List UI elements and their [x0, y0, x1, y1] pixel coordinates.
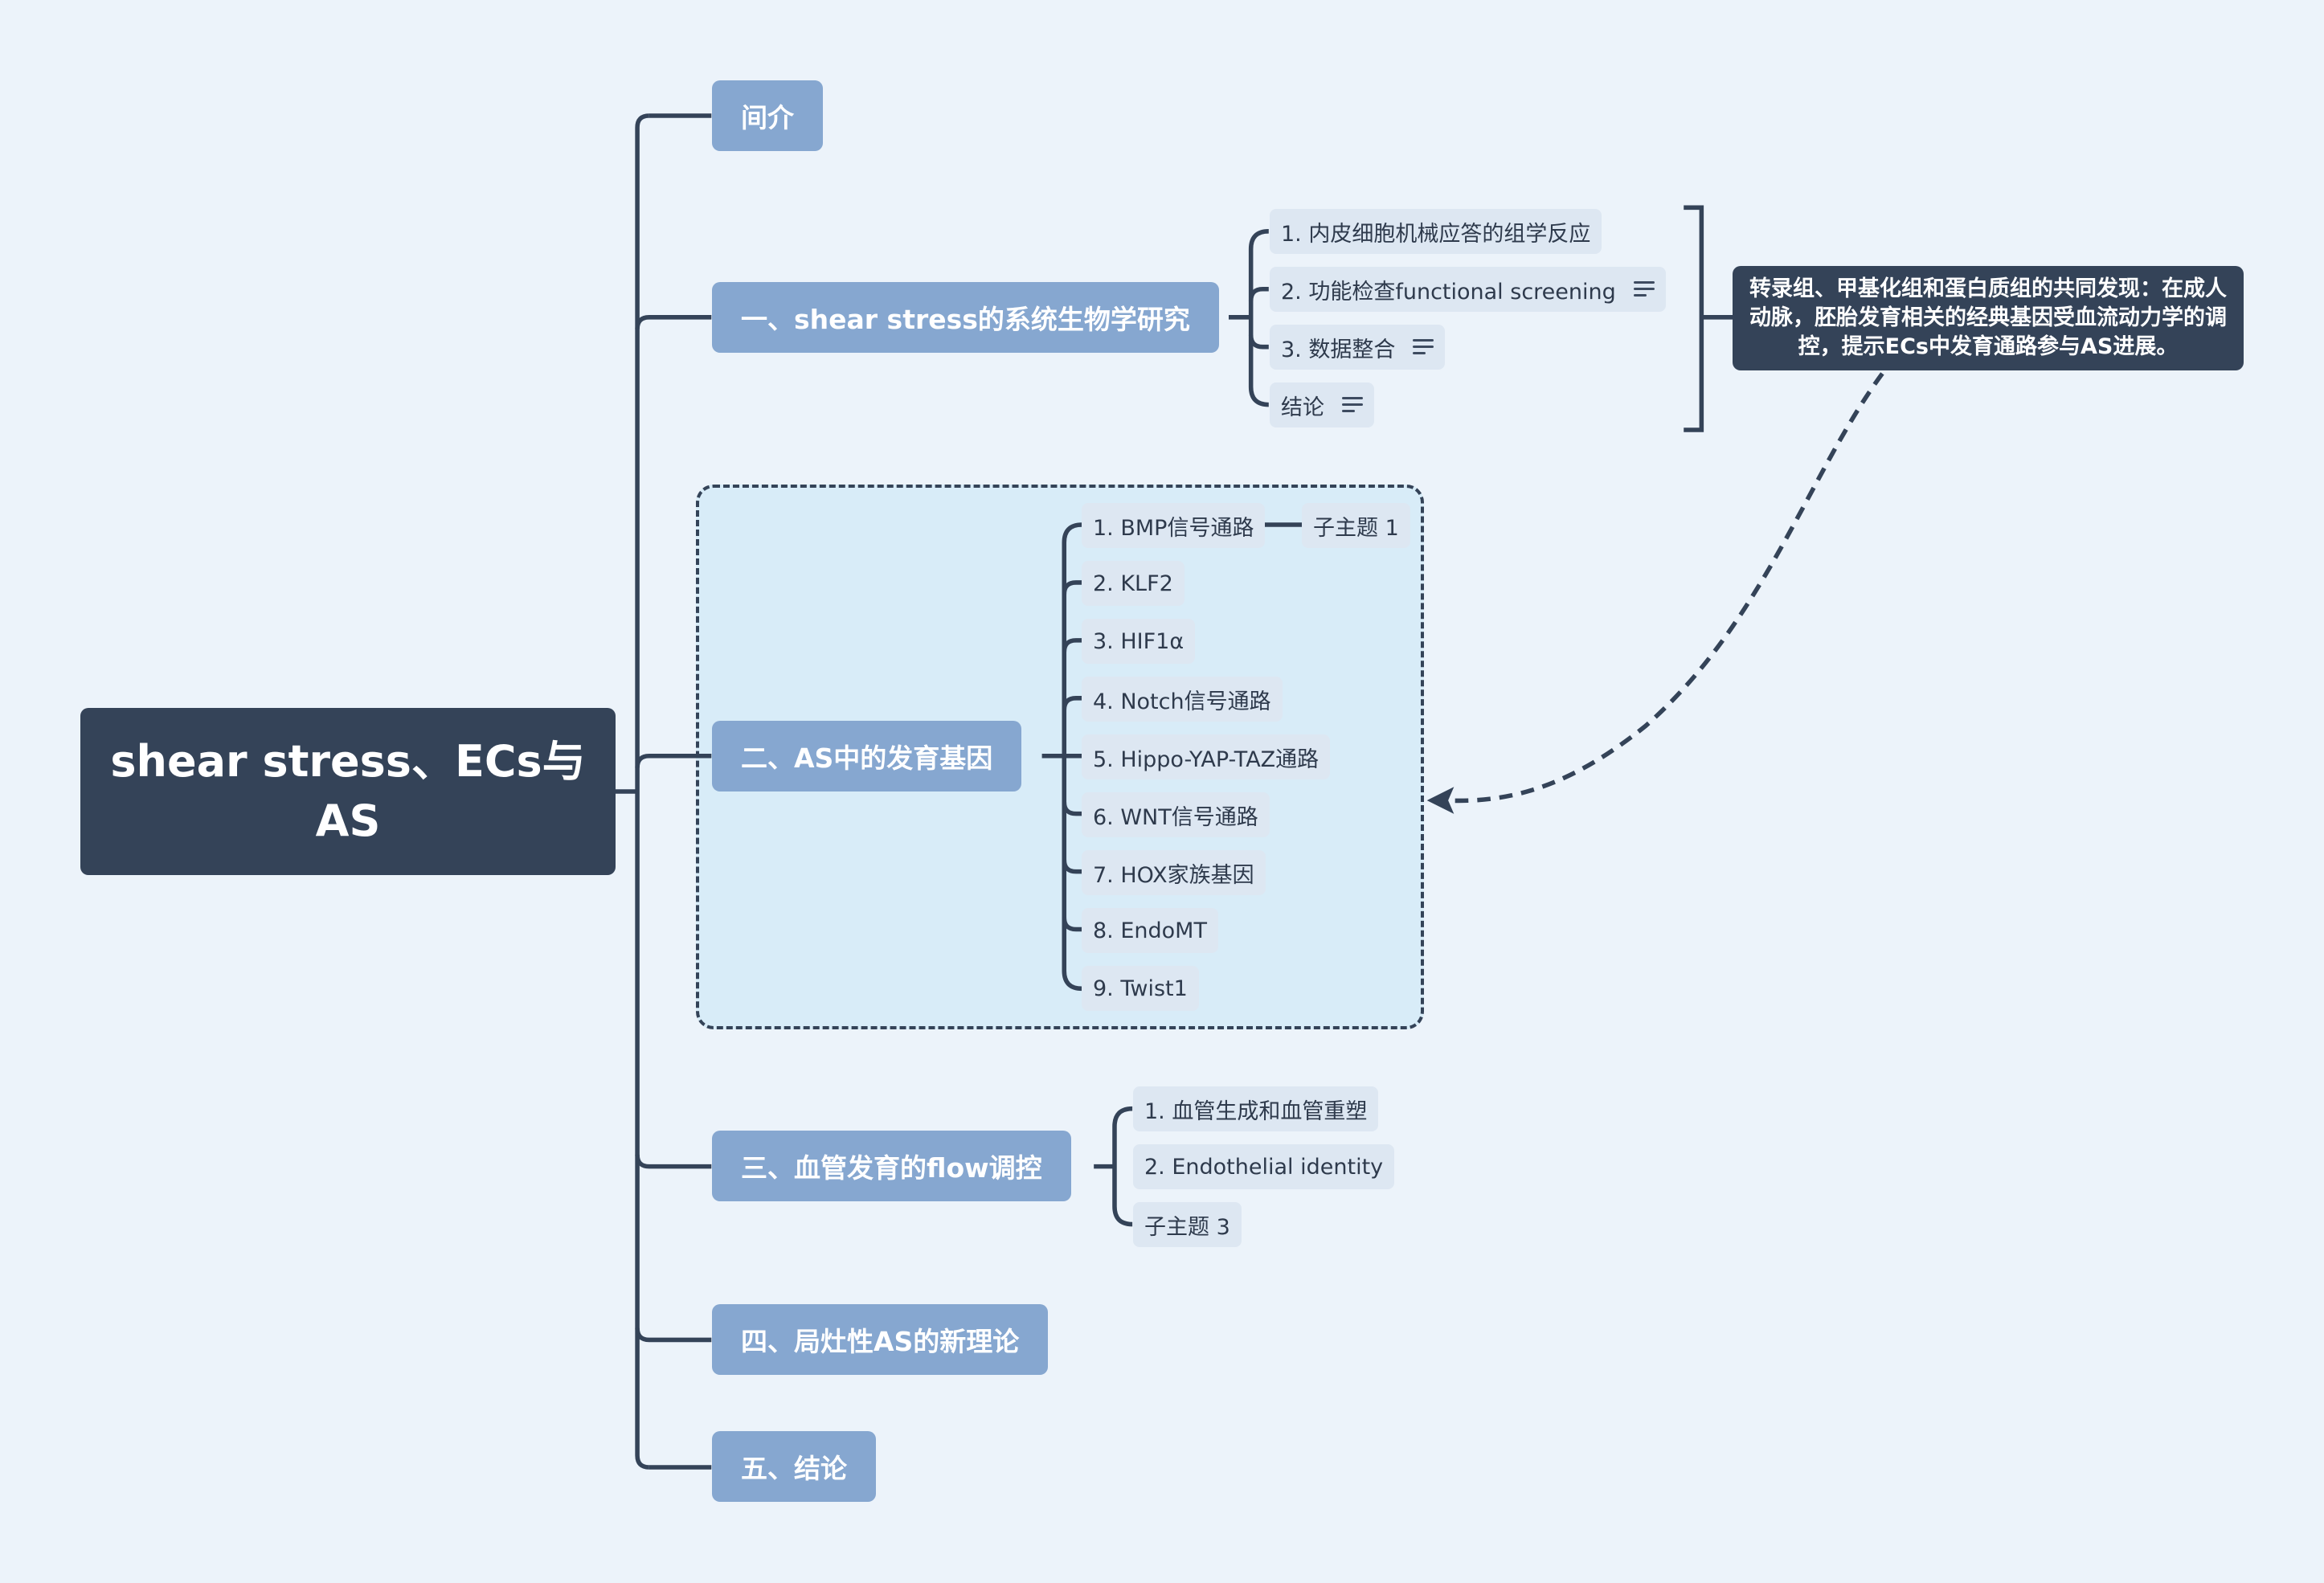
subtopic-twist1[interactable]: 9. Twist1 [1082, 966, 1199, 1011]
topic2-tick-8 [1062, 917, 1082, 932]
topic1-bracket [1248, 229, 1269, 407]
note-lines-icon[interactable] [1413, 339, 1434, 355]
summary-callout-text: 转录组、甲基化组和蛋白质组的共同发现：在成人动脉，胚胎发育相关的经典基因受血流动… [1749, 276, 2227, 359]
root-topic-label: shear stress、ECs与AS [110, 736, 586, 846]
subtopic-sub3[interactable]: 子主题 3 [1133, 1202, 1242, 1247]
subtopic-label: 4. Notch信号通路 [1093, 689, 1271, 714]
subtopic-label: 2. KLF2 [1093, 571, 1173, 596]
subtopic-angiogenesis[interactable]: 1. 血管生成和血管重塑 [1133, 1086, 1379, 1131]
summary-callout[interactable]: 转录组、甲基化组和蛋白质组的共同发现：在成人动脉，胚胎发育相关的经典基因受血流动… [1733, 266, 2244, 370]
subtopic-label: 子主题 3 [1144, 1214, 1230, 1240]
subtopic-label: 1. 内皮细胞机械应答的组学反应 [1281, 221, 1591, 247]
topic1-tick-3 [1248, 334, 1269, 350]
topic-flow-regulation[interactable]: 三、血管发育的flow调控 [712, 1131, 1071, 1201]
subtopic-notch[interactable]: 4. Notch信号通路 [1082, 677, 1283, 722]
subtopic-label: 结论 [1281, 395, 1324, 420]
main-trunk [635, 113, 649, 1470]
subtopic-hox[interactable]: 7. HOX家族基因 [1082, 850, 1266, 895]
topic2-tick-7 [1062, 859, 1082, 874]
topic-conclusion-label: 五、结论 [741, 1453, 847, 1484]
subtopic-endothelial-identity[interactable]: 2. Endothelial identity [1133, 1144, 1395, 1189]
subtopic-conclusion[interactable]: 结论 [1270, 382, 1374, 427]
topic2-tick-4 [1062, 696, 1082, 710]
subtopic-label: 2. 功能检查functional screening [1281, 279, 1616, 305]
subtopic-label: 5. Hippo-YAP-TAZ通路 [1093, 747, 1320, 772]
trunk-branch-5 [635, 1327, 712, 1343]
topic1-tick-2 [1248, 286, 1269, 301]
subtopic-data-integration[interactable]: 3. 数据整合 [1270, 325, 1446, 370]
trunk-branch-2 [635, 315, 712, 329]
topic-focal-as-theory[interactable]: 四、局灶性AS的新理论 [712, 1304, 1049, 1375]
subtopic-label: 3. 数据整合 [1281, 337, 1396, 362]
topic-systems-biology[interactable]: 一、shear stress的系统生物学研究 [712, 282, 1219, 353]
topic-flow-regulation-label: 三、血管发育的flow调控 [741, 1152, 1042, 1184]
subtopic-label: 1. BMP信号通路 [1093, 515, 1254, 541]
trunk-branch-3 [635, 753, 712, 768]
root-topic[interactable]: shear stress、ECs与AS [80, 708, 616, 875]
topic3-bracket [1112, 1106, 1133, 1227]
subtopic-label: 8. EndoMT [1093, 918, 1207, 943]
topic-conclusion[interactable]: 五、结论 [712, 1431, 876, 1502]
subtopic-hippo[interactable]: 5. Hippo-YAP-TAZ通路 [1082, 734, 1331, 779]
subtopic-label: 9. Twist1 [1093, 976, 1188, 1001]
subtopic-omics-response[interactable]: 1. 内皮细胞机械应答的组学反应 [1270, 209, 1602, 254]
subtopic-label: 1. 血管生成和血管重塑 [1144, 1098, 1368, 1124]
topic-intro-label: 间介 [741, 102, 794, 133]
subtopic-endomt[interactable]: 8. EndoMT [1082, 908, 1218, 953]
summary-bracket [1684, 205, 1704, 432]
subtopic-bmp-child[interactable]: 子主题 1 [1302, 503, 1410, 548]
topic-systems-biology-label: 一、shear stress的系统生物学研究 [741, 304, 1190, 335]
subtopic-label: 7. HOX家族基因 [1093, 862, 1254, 888]
topic2-tick-3 [1062, 638, 1082, 652]
note-lines-icon[interactable] [1342, 397, 1363, 413]
note-lines-icon[interactable] [1633, 281, 1655, 297]
topic2-tick-2 [1062, 580, 1082, 595]
trunk-branch-4 [635, 1154, 712, 1169]
topic-developmental-genes[interactable]: 二、AS中的发育基因 [712, 721, 1022, 792]
subtopic-label: 2. Endothelial identity [1144, 1154, 1384, 1180]
topic-intro[interactable]: 间介 [712, 80, 823, 151]
subtopic-hif1a[interactable]: 3. HIF1α [1082, 619, 1196, 664]
subtopic-functional-screening[interactable]: 2. 功能检查functional screening [1270, 267, 1666, 312]
subtopic-wnt[interactable]: 6. WNT信号通路 [1082, 792, 1270, 837]
topic-focal-as-theory-label: 四、局灶性AS的新理论 [741, 1326, 1020, 1357]
topic2-tick-6 [1062, 801, 1082, 816]
subtopic-klf2[interactable]: 2. KLF2 [1082, 561, 1185, 606]
subtopic-label: 子主题 1 [1313, 515, 1399, 541]
arrow-head-icon [1426, 787, 1455, 814]
topic-developmental-genes-label: 二、AS中的发育基因 [741, 742, 993, 774]
subtopic-bmp[interactable]: 1. BMP信号通路 [1082, 503, 1266, 548]
relationship-arrow [1445, 372, 1884, 804]
subtopic-label: 6. WNT信号通路 [1093, 804, 1258, 830]
subtopic-label: 3. HIF1α [1093, 628, 1185, 654]
